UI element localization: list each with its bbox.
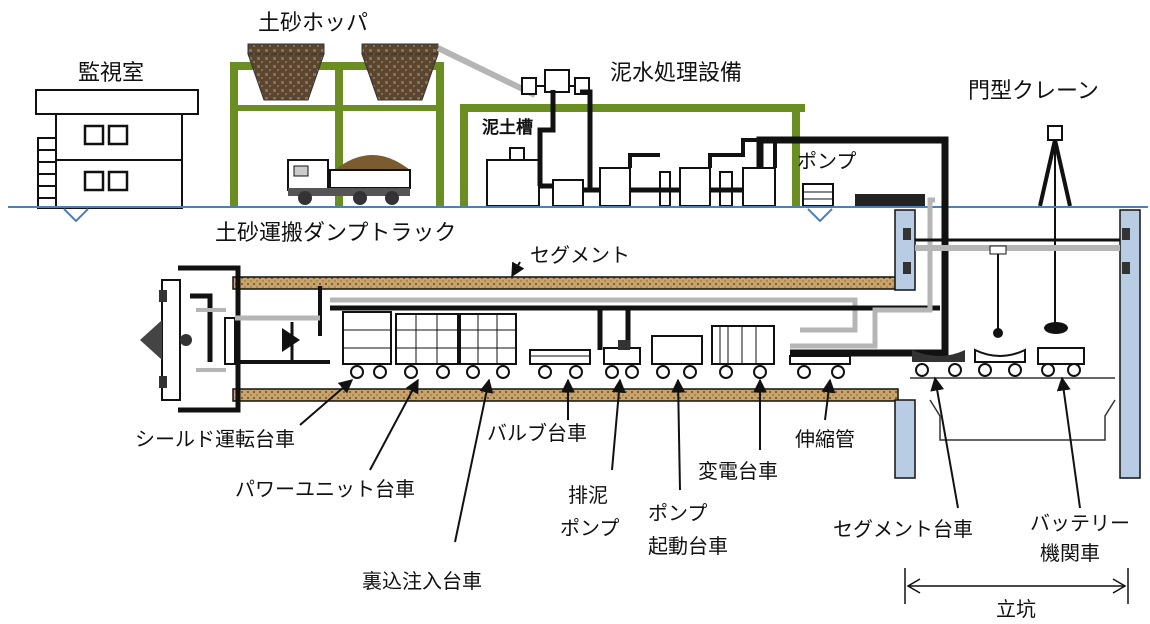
gantry-crane-label: 門型クレーン <box>968 79 1099 104</box>
discharge-pump-label-1: 排泥 <box>568 483 608 507</box>
shield-cart-label: シールド運転台車 <box>135 427 295 451</box>
backfill-grouting-cart <box>459 313 517 379</box>
monitoring-room-label: 監視室 <box>78 61 144 86</box>
battery-loco-label-1: バッテリー <box>1030 511 1130 535</box>
vertical-shaft <box>894 209 1141 479</box>
pump-starter-cart <box>651 335 703 379</box>
tunnel <box>140 265 899 413</box>
soil-hopper-structure <box>230 43 537 207</box>
battery-loco-label-2: 機関車 <box>1040 541 1100 565</box>
power-unit-cart-label: パワーユニット台車 <box>235 477 415 501</box>
soil-hopper-label: 土砂ホッパ <box>258 11 368 36</box>
pump-start-cart-label-1: ポンプ <box>648 501 707 525</box>
pump-start-cart-label-2: 起動台車 <box>648 534 728 558</box>
ground-mark-right <box>807 208 833 223</box>
slurry-facility-label: 泥水処理設備 <box>610 61 742 86</box>
telescopic-pipe-label: 伸縮管 <box>795 427 855 451</box>
transformer-cart-label: 変電台車 <box>698 459 778 483</box>
segment-cart-label: セグメント台車 <box>833 517 973 541</box>
backfill-cart-label: 裏込注入台車 <box>362 569 482 593</box>
shield-operator-cart <box>342 311 392 379</box>
shaft-label: 立坑 <box>996 597 1036 621</box>
segment-carts <box>912 348 1026 377</box>
monitoring-room-building <box>35 89 199 209</box>
leader-lines <box>299 261 1081 543</box>
discharge-pump-label-2: ポンプ <box>560 516 619 540</box>
mud-tank-label: 泥土槽 <box>482 117 533 138</box>
gantry-crane <box>1038 125 1072 334</box>
telescopic-pipe-cart <box>789 355 851 379</box>
valve-cart-label: バルブ台車 <box>487 421 587 445</box>
discharge-pump-unit <box>603 340 641 379</box>
segment-label: セグメント <box>530 243 630 267</box>
dump-truck <box>287 155 411 205</box>
slurry-facility-structure <box>460 69 925 207</box>
dump-truck-label: 土砂運搬ダンプトラック <box>215 221 456 246</box>
power-unit-cart <box>395 313 459 379</box>
valve-cart <box>529 349 591 379</box>
battery-locomotive <box>1037 347 1085 377</box>
ground-mark-left <box>63 208 89 223</box>
shaft-dimension <box>904 568 1129 604</box>
transformer-cart <box>711 325 775 379</box>
pump-surface-label: ポンプ <box>797 149 856 173</box>
